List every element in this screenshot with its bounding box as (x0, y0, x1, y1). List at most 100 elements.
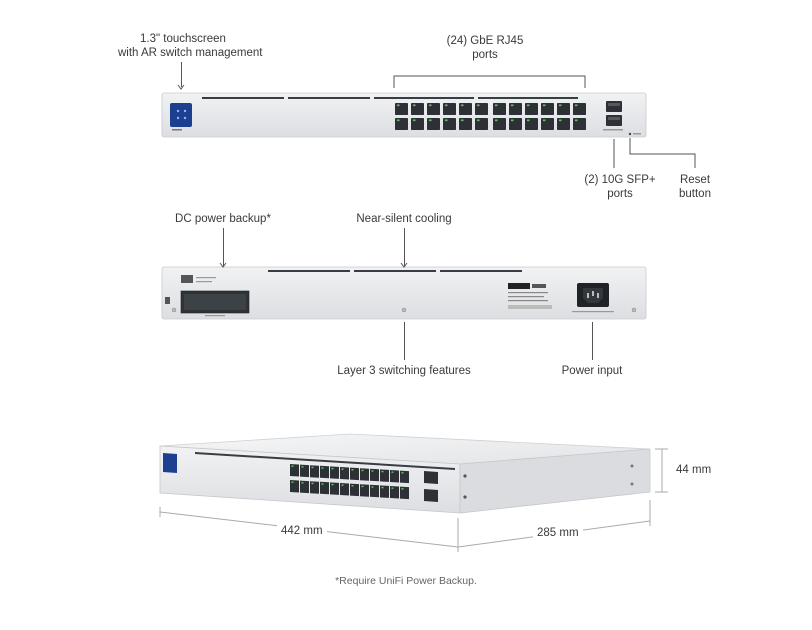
iso-rj45-port (300, 480, 309, 494)
rj45-bracket (393, 75, 586, 88)
iso-rj45-port (360, 468, 369, 481)
iso-port-led (341, 484, 344, 486)
iso-rj45-port (320, 465, 329, 479)
iso-rj45-port (290, 480, 299, 493)
iso-rj45-port (390, 470, 399, 483)
port-led (461, 104, 464, 107)
rj45-label: (24) GbE RJ45 ports (430, 34, 540, 62)
sfp-ports (603, 101, 641, 136)
iso-rj45-port (300, 464, 309, 478)
iso-port-led (381, 486, 384, 489)
sfp-label-line2: ports (607, 188, 633, 200)
iso-rj45-port (330, 466, 339, 479)
iso-port-led (391, 471, 394, 473)
port-led (413, 104, 416, 107)
iso-rj45-port (290, 464, 299, 477)
iso-port-led (401, 472, 404, 474)
iso-port-led (321, 483, 324, 485)
iso-rj45-port (390, 486, 399, 499)
iso-port-led (311, 482, 314, 485)
port-led (527, 104, 530, 107)
iso-port-led (351, 469, 354, 471)
port-led (429, 104, 432, 107)
touchscreen-icon (170, 103, 192, 127)
iso-rj45-port (330, 482, 339, 495)
power-input-label: Power input (561, 365, 623, 377)
touchscreen-label-line1: 1.3" touchscreen (140, 33, 226, 45)
iso-rj45-port (370, 468, 379, 482)
port-led (543, 119, 546, 122)
iso-sfp-ports (424, 471, 438, 502)
touchscreen-label-line2: with AR switch management (118, 47, 263, 59)
reset-label: Reset button (670, 173, 720, 201)
rear-panel (161, 266, 647, 320)
iso-port-led (371, 486, 374, 488)
iso-touchscreen-icon (163, 453, 177, 473)
port-led (413, 119, 416, 122)
port-led (543, 104, 546, 107)
reset-label-line2: button (679, 188, 711, 200)
touchscreen-label: 1.3" touchscreen with AR switch manageme… (118, 32, 263, 60)
port-led (559, 119, 562, 122)
port-led (495, 104, 498, 107)
iso-rj45-port (320, 481, 329, 495)
port-led (429, 119, 432, 122)
port-led (559, 104, 562, 107)
iso-rj45-port (340, 483, 349, 496)
cooling-label: Near-silent cooling (356, 213, 452, 225)
brand-logo-icon (508, 283, 530, 289)
rj45-port-grid (395, 103, 586, 130)
iso-rj45-port (310, 465, 319, 478)
port-led (397, 104, 400, 107)
width-dimension-label: 442 mm (277, 525, 327, 537)
iso-port-led (391, 487, 394, 489)
iso-rj45-port (400, 486, 409, 500)
reset-label-line1: Reset (679, 174, 711, 186)
iso-rj45-port (310, 481, 319, 494)
port-led (511, 104, 514, 107)
iso-port-led (361, 469, 364, 472)
port-led (445, 119, 448, 122)
iso-rj45-port (380, 469, 389, 482)
iso-port-led (331, 467, 334, 470)
power-input-leader (592, 322, 593, 360)
iso-port-led (301, 482, 304, 484)
port-led (495, 119, 498, 122)
port-led (445, 104, 448, 107)
port-led (527, 119, 530, 122)
layer3-label: Layer 3 switching features (337, 365, 471, 377)
port-led (477, 119, 480, 122)
sfp-label-line1: (2) 10G SFP+ (584, 174, 656, 186)
iso-port-led (401, 488, 404, 490)
iso-rj45-port (360, 484, 369, 497)
iso-port-led (291, 465, 294, 467)
rj45-label-line1: (24) GbE RJ45 (446, 35, 524, 47)
dc-power-leader (223, 228, 224, 266)
sfp-label: (2) 10G SFP+ ports (580, 173, 660, 201)
cooling-leader (404, 228, 405, 266)
iso-rj45-port (340, 467, 349, 480)
iso-port-led (361, 485, 364, 488)
port-led (575, 104, 578, 107)
iso-port-led (291, 481, 294, 483)
iso-rj45-port (350, 467, 359, 481)
port-led (575, 119, 578, 122)
iso-rj45-port-grid (290, 464, 409, 500)
footnote: *Require UniFi Power Backup. (335, 575, 477, 587)
iso-port-led (381, 470, 384, 473)
iso-port-led (331, 483, 334, 486)
iso-rj45-port (380, 485, 389, 498)
iso-port-led (321, 467, 324, 469)
iso-port-led (301, 466, 304, 468)
touchscreen-leader (181, 62, 182, 87)
reset-leader (629, 138, 696, 168)
iso-port-led (371, 470, 374, 472)
port-led (397, 119, 400, 122)
dc-power-label: DC power backup* (175, 213, 271, 225)
height-dimension-label: 44 mm (676, 464, 712, 476)
iso-port-led (351, 485, 354, 487)
iso-port-led (341, 468, 344, 470)
depth-dimension-label: 285 mm (533, 527, 583, 539)
iso-rj45-port (370, 484, 379, 498)
